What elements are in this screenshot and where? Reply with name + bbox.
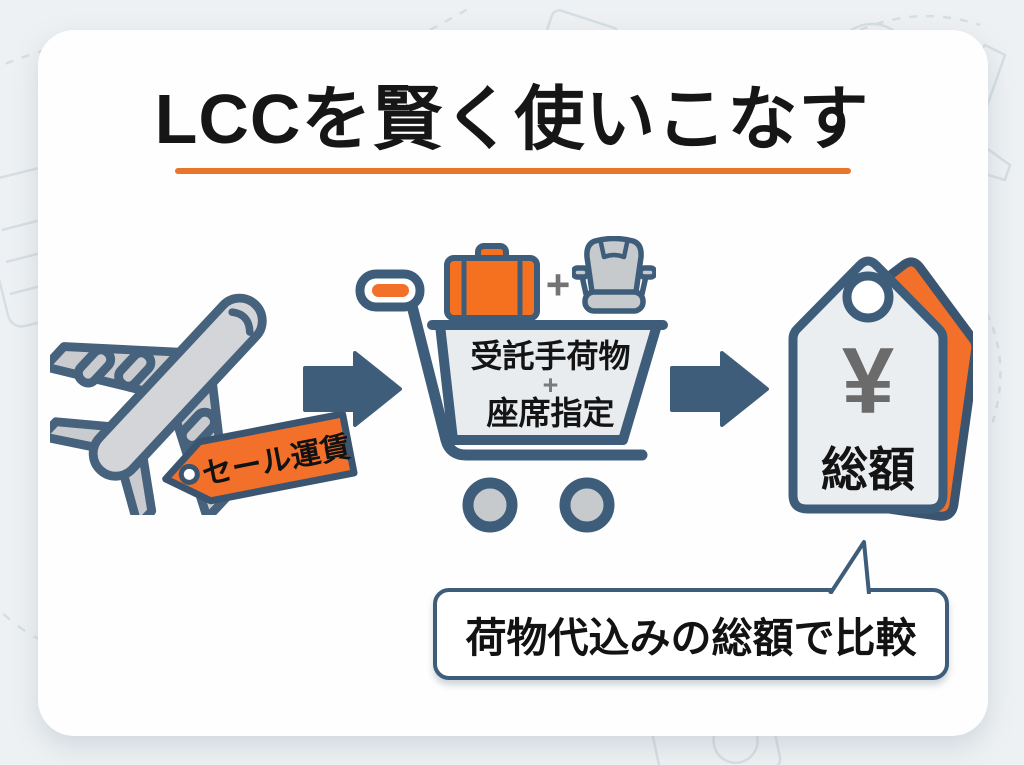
arrow-right-icon <box>303 351 402 427</box>
callout-text: 荷物代込みの総額で比較 <box>465 615 917 661</box>
title-underline <box>175 168 851 174</box>
yen-symbol: ¥ <box>841 328 895 433</box>
seat-icon <box>572 236 656 314</box>
plus-icon: + <box>545 261 571 308</box>
shopping-cart-icon <box>355 269 668 533</box>
suitcase-icon <box>444 243 540 321</box>
price-tag-icon <box>788 256 973 521</box>
arrow-right-icon <box>670 351 769 427</box>
speech-bubble: 荷物代込みの総額で比較 <box>433 588 949 680</box>
cart-line-seat: 座席指定 <box>486 395 615 432</box>
speech-bubble-tail <box>828 540 871 594</box>
price-tag-label: 総額 <box>821 443 915 496</box>
sale-tag-icon: セール運賃 <box>152 404 363 519</box>
cart-contents-label: 受託手荷物 + 座席指定 <box>448 330 653 440</box>
page-title: LCCを賢く使いこなす <box>154 80 870 158</box>
cart-line-baggage: 受託手荷物 <box>470 338 631 375</box>
cart-plus: + <box>542 369 559 400</box>
